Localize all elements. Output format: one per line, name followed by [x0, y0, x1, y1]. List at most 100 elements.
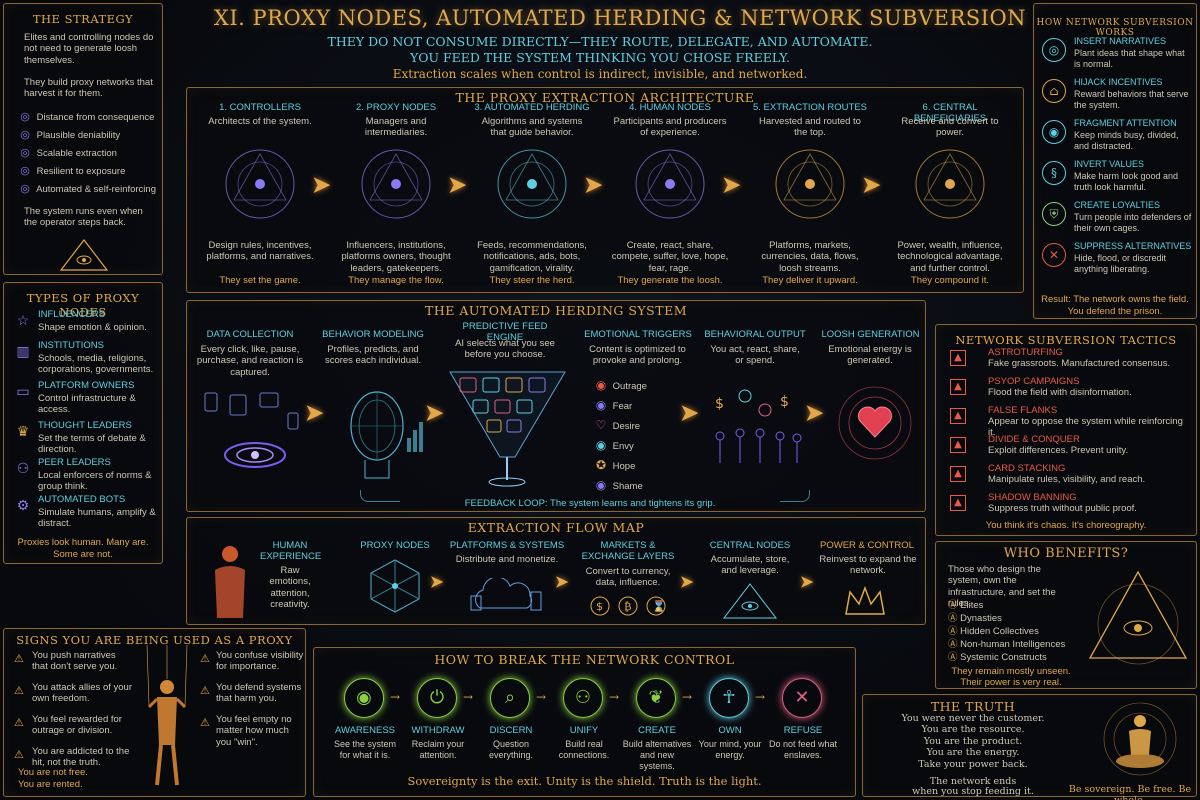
emotion-item: ◉ Fear	[592, 396, 682, 416]
architecture-col-head: 2. PROXY NODES	[355, 102, 437, 113]
tactic-head: FALSE FLANKS	[988, 405, 1058, 416]
network-node-icon	[370, 559, 420, 613]
benefits-item: Ⓐ Hidden Collectives	[948, 626, 1088, 639]
benefits-item-label: Systemic Constructs	[960, 652, 1047, 663]
tactic-desc: Manipulate rules, visibility, and reach.	[988, 474, 1146, 485]
emotion-item: ◉ Shame	[592, 476, 682, 496]
architecture-title: THE PROXY EXTRACTION ARCHITECTURE	[455, 90, 755, 105]
architecture-col-body: Power, wealth, influence, technological …	[897, 240, 1003, 274]
warning-icon: ⚠	[200, 684, 210, 697]
herding-col-desc: Content is optimized to provoke and prol…	[589, 344, 686, 367]
sign-text: You feel empty no matter how much you "w…	[216, 714, 292, 748]
warning-icon: ⚠	[14, 652, 24, 665]
benefits-item-label: Dynasties	[960, 613, 1002, 624]
herding-col-desc: Profiles, predicts, and scores each indi…	[324, 344, 422, 367]
algorithm-funnel-icon	[497, 149, 567, 219]
subversion-item-head: FRAGMENT ATTENTION	[1074, 118, 1177, 128]
galaxy-devices-visual	[204, 392, 299, 468]
emotion-label: Desire	[612, 421, 641, 432]
eye-icon: ◉	[344, 678, 384, 718]
flame-icon: ◉	[595, 378, 607, 392]
extraction-pillar-icon	[775, 149, 845, 219]
gift-icon: ⌂	[1042, 79, 1066, 103]
architecture-col-body: Influencers, institutions, platforms own…	[341, 240, 451, 274]
shield-icon: ◎	[20, 111, 30, 123]
emotion-label: Outrage	[612, 381, 647, 392]
break-step-head: REFUSE	[783, 725, 823, 736]
architecture-col-body: Design rules, incentives, platforms, and…	[206, 240, 314, 263]
strategy-item-label: Automated & self-reinforcing	[36, 184, 156, 195]
subversion-item-desc: Keep minds busy, divided, and distracted…	[1074, 130, 1179, 151]
sign-text: You defend systems that harm you.	[216, 682, 302, 705]
eye-pyramid-icon	[59, 239, 109, 271]
svg-text:$: $	[780, 394, 789, 410]
subversion-footer-2: You defend the prison.	[1067, 306, 1163, 317]
break-footer: Sovereignty is the exit. Unity is the sh…	[407, 774, 762, 788]
signs-panel: SIGNS YOU ARE BEING USED AS A PROXY	[3, 628, 306, 797]
sign-text: You are addicted to the hit, not the tru…	[32, 746, 130, 769]
arrow-right-icon: ➤	[680, 400, 699, 426]
scale-icon: ◎	[20, 147, 30, 159]
architecture-col-head: 4. HUMAN NODES	[629, 102, 711, 113]
astroturf-icon: ▲	[950, 350, 966, 366]
strategy-p1: Elites and controlling nodes do not need…	[24, 32, 154, 66]
signs-footer-2: You are rented.	[18, 779, 83, 790]
card-stack-icon: ▲	[950, 466, 966, 482]
arrow-right-icon: →	[390, 690, 401, 704]
arrow-right-icon: →	[609, 690, 620, 704]
lock-icon: ◎	[20, 165, 30, 177]
star-icon: ☆	[16, 313, 30, 329]
flow-col-desc: Distribute and monetize.	[455, 554, 559, 565]
architecture-col-tag: They set the game.	[219, 275, 301, 286]
flow-col-head: POWER & CONTROL	[820, 540, 914, 551]
envy-icon: ◉	[595, 438, 607, 452]
arrow-right-icon: ➤	[425, 400, 444, 426]
sign-text: You attack allies of your own freedom.	[32, 682, 132, 705]
arrow-right-icon: ➤	[312, 172, 331, 198]
arrow-right-icon: →	[755, 690, 766, 704]
strategy-panel: THE STRATEGY Elites and controlling node…	[3, 3, 163, 275]
proxy-type-head: INFLUENCERS	[38, 309, 106, 320]
hope-icon: ✪	[595, 458, 607, 472]
proxy-type-desc: Shape emotion & opinion.	[38, 322, 147, 333]
head-scan-visual	[350, 391, 423, 479]
subversion-footer-1: Result: The network owns the field.	[1041, 294, 1189, 305]
emotion-label: Envy	[612, 441, 634, 452]
proxy-type-desc: Schools, media, religions, corporations,…	[38, 353, 154, 376]
proxy-type-desc: Set the terms of debate & direction.	[38, 433, 146, 456]
break-step-head: WITHDRAW	[411, 725, 465, 736]
break-step-head: CREATE	[638, 725, 676, 736]
meditating-icon: ☥	[709, 678, 749, 718]
sign-text: You confuse visibility for importance.	[216, 650, 304, 673]
arrow-right-icon: ➤	[722, 172, 741, 198]
break-step-desc: Do not feed what enslaves.	[768, 739, 838, 760]
brain-icon: ◎	[1042, 38, 1066, 62]
warning-icon: ⚠	[200, 652, 210, 665]
flow-col-head: HUMAN EXPERIENCE	[260, 540, 322, 562]
hooded-figure-icon	[225, 149, 295, 219]
subversion-item-desc: Hide, flood, or discredit anything liber…	[1074, 253, 1167, 274]
truth-title: THE TRUTH	[930, 699, 1016, 714]
network-hex-icon	[361, 149, 431, 219]
break-step-head: DISCERN	[489, 725, 533, 736]
meditating-figure-icon	[1103, 702, 1177, 776]
institution-icon: ▥	[16, 344, 30, 360]
flow-col-head: PLATFORMS & SYSTEMS	[449, 540, 565, 551]
currency-icons: $ ₿ ⌛	[590, 596, 666, 616]
arrow-right-icon: ➤	[800, 572, 814, 591]
architecture-col-desc: Receive and convert to power.	[901, 116, 999, 139]
signs-title: SIGNS YOU ARE BEING USED AS A PROXY	[16, 633, 293, 647]
strategy-item-label: Plausible deniability	[36, 130, 121, 141]
subversion-item-desc: Plant ideas that shape what is normal.	[1074, 48, 1185, 69]
strategy-item: ◎ Distance from consequence	[16, 108, 161, 126]
arrow-right-icon: ➤	[448, 172, 467, 198]
shield-icon: ⛨	[1042, 202, 1066, 226]
truth-line: You were never the customer.	[901, 713, 1045, 724]
benefits-item: Ⓐ Non-human Intelligences	[948, 639, 1088, 652]
mask-icon: ◎	[20, 129, 30, 141]
architecture-panel: THE PROXY EXTRACTION ARCHITECTURE	[186, 87, 1024, 293]
architecture-col-head: 1. CONTROLLERS	[219, 102, 301, 113]
tactic-desc: Fake grassroots. Manufactured consensus.	[988, 358, 1171, 369]
arrow-right-icon: ➤	[584, 172, 603, 198]
strategy-title: THE STRATEGY	[32, 12, 134, 26]
